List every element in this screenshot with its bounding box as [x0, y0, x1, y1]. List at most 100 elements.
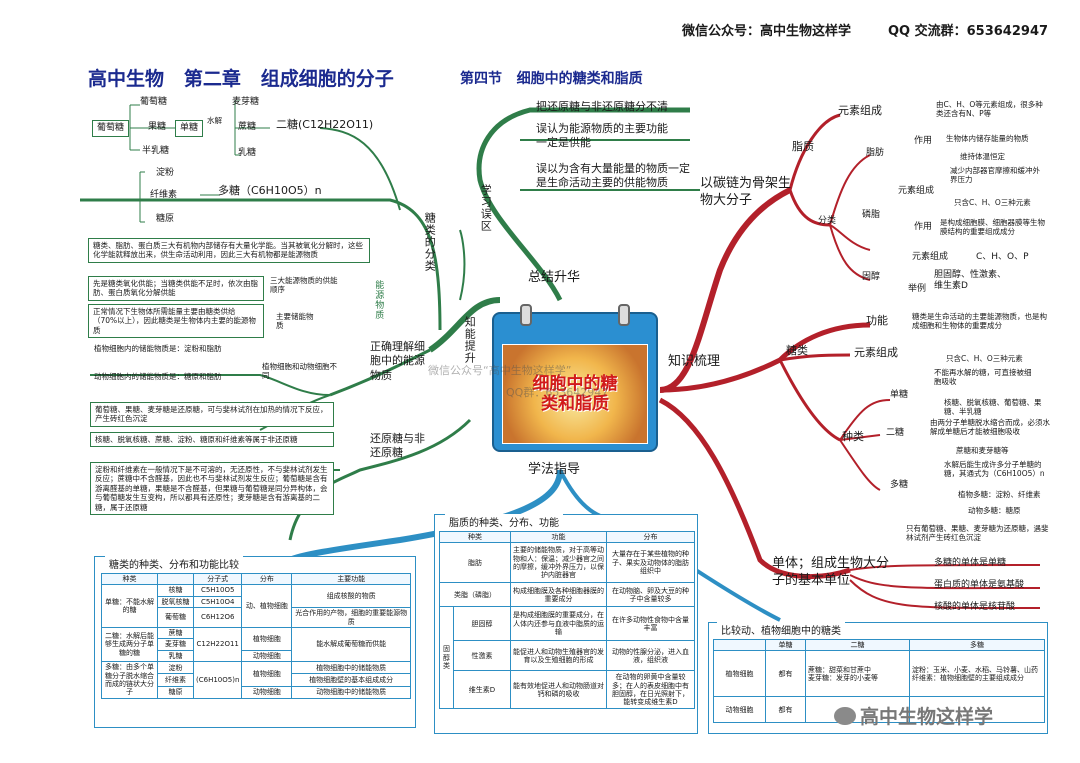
table-cell: 脱氧核糖	[157, 595, 194, 609]
table-cell: 组成核酸的物质	[291, 584, 411, 609]
table-cell: 都有	[765, 696, 806, 724]
table-header: 分子式	[192, 572, 243, 586]
table-cell: 核糖	[157, 584, 194, 597]
table-header: 多糖	[909, 638, 1045, 652]
table-cell	[805, 696, 910, 724]
lipid-table-panel: 脂质的种类、分布、功能 种类 功能 分布 脂肪 主要的储能物质，对于高等动物和人…	[434, 514, 698, 734]
table-row: 乳糖 动物细胞	[102, 649, 411, 663]
table-cell: (C6H10O5)n	[192, 661, 243, 699]
table-cell: 蔗糖	[157, 626, 194, 640]
ability-node: 知能提升	[463, 316, 477, 364]
table-row: 二糖：水解后能够生成两分子单糖的糖 蔗糖 C12H22O11 植物细胞 能水解成…	[101, 626, 411, 663]
calendar-illustration: 细胞中的糖类和脂质	[492, 304, 658, 452]
compare-table: 单糖 二糖 多糖 植物细胞 都有 蔗糖：甜菜和甘蔗中 麦芽糖：发芽的小麦等 淀粉…	[713, 638, 1045, 724]
poly-type-label: 多糖	[890, 480, 909, 490]
table-cell: 糖原	[157, 685, 194, 699]
starch-cellulose-note: 淀粉和纤维素在一般情况下是不可溶的，无还原性，不与斐林试剂发生反应；蔗糖中不含醛…	[90, 462, 334, 515]
sucrose-label: 蔗糖	[238, 122, 257, 132]
watermark-wechat: 微信公众号“高中生物这样学”	[428, 364, 572, 377]
lactose-label: 乳糖	[238, 148, 257, 158]
energy-order-label: 三大能源物质的供能顺序	[270, 276, 338, 295]
hydrolysis-label: 水解	[207, 116, 222, 125]
table-row: 种类 功能 分布	[439, 530, 695, 544]
sugar-elements-value: 只含C、H、O三种元素	[946, 354, 1023, 363]
galactose-label: 半乳糖	[142, 146, 170, 156]
table-cell: 都有	[765, 650, 806, 698]
watermark-qq: QQ群：653642947	[506, 386, 609, 399]
table-cell: 大量存在于某些植物的种子、果实及动物体的脂肪组织中	[606, 542, 695, 584]
method-node: 学法指导	[528, 462, 581, 477]
phospholipid-elements-label: 元素组成	[912, 252, 949, 262]
monomer-branch-label: 单体；组成生物大分子的基本单位	[772, 556, 890, 588]
table-cell: C6H12O6	[192, 607, 243, 628]
table-cell: 单糖：不能水解的糖	[101, 584, 158, 628]
table-cell: 二糖：水解后能够生成两分子单糖的糖	[101, 626, 158, 663]
lipid-table: 种类 功能 分布 脂肪 主要的储能物质，对于高等动物和人：保温；减少器官之间的摩…	[439, 530, 695, 710]
table-cell: C12H22O11	[192, 626, 243, 663]
table-cell: 植物细胞	[241, 626, 293, 651]
mistake-item-1: 把还原糖与非还原糖分不清	[536, 100, 668, 113]
section-title: 第四节 细胞中的糖类和脂质	[460, 71, 643, 87]
table-cell: 植物细胞	[241, 661, 293, 687]
calendar-picture: 细胞中的糖类和脂质	[502, 344, 648, 444]
main-energy-label: 主要储能物质	[276, 312, 314, 331]
table-cell: 能有效地促进人和动物肠道对钙和磷的吸收	[510, 670, 607, 710]
table-cell: 蔗糖：甜菜和甘蔗中 麦芽糖：发芽的小麦等	[805, 650, 910, 698]
knowledge-node: 知识梳理	[668, 354, 721, 369]
table-row: 类脂（磷脂） 构成细胞膜及各种细胞器膜的重要成分 在动物脑、卵及大豆的种子中含量…	[439, 582, 695, 608]
disaccharide-label: 二糖(C12H22O11)	[276, 118, 374, 131]
table-cell: 植物细胞壁的基本组成成分	[291, 673, 411, 687]
page-title: 高中生物 第二章 组成细胞的分子	[88, 68, 394, 90]
table-row: 脂肪 主要的储能物质，对于高等动物和人：保温；减少器官之间的摩擦，缓冲外界压力，…	[439, 542, 695, 584]
table-row: 麦芽糖	[102, 638, 411, 651]
table-header: 主要功能	[291, 572, 411, 586]
store-difference-label: 植物细胞和动物细胞不同	[262, 362, 337, 381]
table-header: 种类	[101, 572, 158, 586]
table-cell: 动物细胞	[241, 685, 293, 699]
table-header	[713, 638, 766, 652]
table-row: 种类 分子式 分布 主要功能	[101, 572, 411, 586]
table-header: 功能	[510, 530, 607, 544]
qq-label: QQ 交流群：653642947	[888, 24, 1049, 39]
wechat-label: 微信公众号：高中生物这样学	[682, 24, 852, 39]
table-cell: 葡萄糖	[157, 607, 194, 628]
table-row: 动物细胞 都有	[713, 696, 1045, 724]
table-cell: 纤维素	[157, 673, 194, 687]
glycogen-label: 糖原	[156, 214, 175, 224]
di-type-label: 二糖	[886, 428, 905, 438]
table-cell: C5H10O5	[192, 584, 243, 597]
poly-note-3: 动物多糖：糖原	[968, 506, 1021, 515]
reducing-only-note: 只有葡萄糖、果糖、麦芽糖为还原糖，遇斐林试剂产生砖红色沉淀	[906, 524, 1049, 543]
lipid-elements-label: 元素组成	[838, 104, 882, 117]
sterol-label: 固醇	[862, 272, 881, 282]
table-cell: 麦芽糖	[157, 638, 194, 651]
lipid-elements-note: 由C、H、O等元素组成，很多种类还含有N、P等	[936, 100, 1043, 119]
sugar-types-label: 种类	[842, 430, 864, 443]
table-cell: 淀粉	[157, 661, 194, 675]
brand-watermark: 高中生物这样学	[834, 702, 993, 729]
table-header	[157, 572, 194, 586]
fat-role-3: 减少内部器官摩擦和缓冲外界压力	[950, 166, 1040, 185]
table-header: 分布	[241, 572, 293, 586]
sugar-table-title: 糖类的种类、分布和功能比较	[105, 556, 243, 571]
energy-branch-label: 正确理解细胞中的能源物质	[370, 340, 425, 382]
table-cell: 主要的储能物质，对于高等动物和人：保温；减少器官之间的摩擦，缓冲外界压力，以保护…	[510, 542, 607, 584]
table-cell: 类脂（磷脂）	[439, 582, 511, 608]
phospholipid-label: 磷脂	[862, 210, 881, 220]
mono-type-label: 单糖	[890, 390, 909, 400]
table-cell: 动物的性腺分泌，进入血液，组织液	[606, 640, 695, 672]
learning-mistakes-node: 学习误区	[479, 184, 493, 232]
table-header: 单糖	[765, 638, 806, 652]
summary-node: 总结升华	[528, 270, 581, 285]
monomer-item-3: 核酸的单体是核苷酸	[934, 602, 1016, 612]
table-cell: 植物细胞中的储能物质	[291, 661, 411, 675]
table-cell: 动物细胞中的储能物质	[291, 685, 411, 699]
fat-elements-value: 只含C、H、O三种元素	[954, 198, 1031, 207]
table-cell: 多糖：由多个单糖分子脱水缩合而成的链状大分子	[101, 661, 158, 699]
sterol-example-label: 举例	[908, 284, 927, 294]
energy-order-note: 先是糖类氧化供能；当糖类供能不足时，依次由脂肪、蛋白质氧化分解供能	[88, 276, 264, 301]
table-row: 单糖：不能水解的糖 核糖 C5H10O5 动、植物细胞 组成核酸的物质	[101, 584, 411, 628]
monomer-item-1: 多糖的单体是单糖	[934, 558, 1007, 568]
table-row: 维生素D 能有效地促进人和动物肠道对钙和磷的吸收 在动物的卵黄中含量较多；在人的…	[440, 670, 695, 710]
energy-note: 糖类、脂肪、蛋白质三大有机物内部储存有大量化学能。当其被氧化分解时，这些化学能就…	[88, 238, 370, 263]
